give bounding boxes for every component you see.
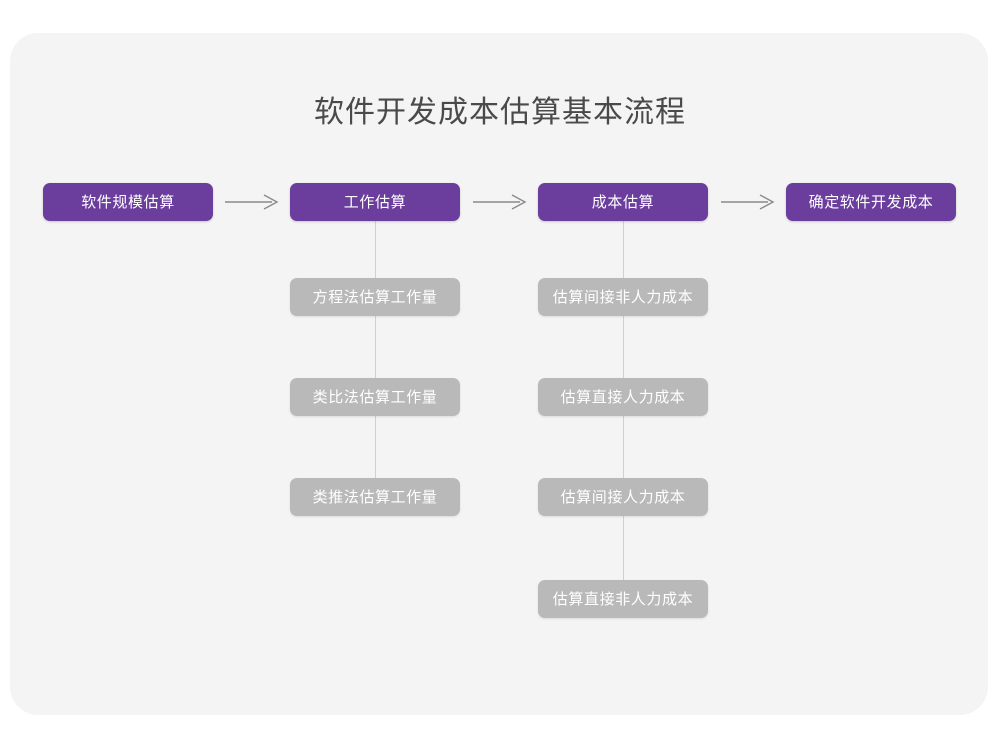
diagram-card — [10, 33, 988, 715]
connector-line-cost-branch — [623, 221, 624, 615]
arrow-right-icon — [224, 193, 280, 211]
sub-node-direct-nonlabor-cost[interactable]: 估算直接非人力成本 — [538, 580, 708, 618]
connector-line-work-branch — [375, 221, 376, 513]
stage-node-label: 确定软件开发成本 — [808, 193, 934, 211]
stage-node-label: 成本估算 — [591, 193, 655, 211]
sub-node-indirect-nonlabor-cost[interactable]: 估算间接非人力成本 — [538, 278, 708, 316]
stage-node-cost-estimation[interactable]: 成本估算 — [538, 183, 708, 221]
stage-node-determine-development-cost[interactable]: 确定软件开发成本 — [786, 183, 956, 221]
stage-node-work-estimation[interactable]: 工作估算 — [290, 183, 460, 221]
sub-node-indirect-labor-cost[interactable]: 估算间接人力成本 — [538, 478, 708, 516]
sub-node-analogy-method-workload[interactable]: 类比法估算工作量 — [290, 378, 460, 416]
sub-node-label: 估算直接人力成本 — [560, 388, 686, 406]
arrow-right-icon — [472, 193, 528, 211]
arrow-right-icon — [720, 193, 776, 211]
sub-node-equation-method-workload[interactable]: 方程法估算工作量 — [290, 278, 460, 316]
sub-node-label: 方程法估算工作量 — [312, 288, 438, 306]
sub-node-direct-labor-cost[interactable]: 估算直接人力成本 — [538, 378, 708, 416]
stage-node-label: 软件规模估算 — [81, 193, 175, 211]
sub-node-extrapolation-method-workload[interactable]: 类推法估算工作量 — [290, 478, 460, 516]
sub-node-label: 估算直接非人力成本 — [552, 590, 694, 608]
stage-node-software-scale-estimation[interactable]: 软件规模估算 — [43, 183, 213, 221]
sub-node-label: 类比法估算工作量 — [312, 388, 438, 406]
sub-node-label: 估算间接人力成本 — [560, 488, 686, 506]
stage-node-label: 工作估算 — [343, 193, 407, 211]
sub-node-label: 类推法估算工作量 — [312, 488, 438, 506]
sub-node-label: 估算间接非人力成本 — [552, 288, 694, 306]
page-title: 软件开发成本估算基本流程 — [314, 96, 686, 129]
